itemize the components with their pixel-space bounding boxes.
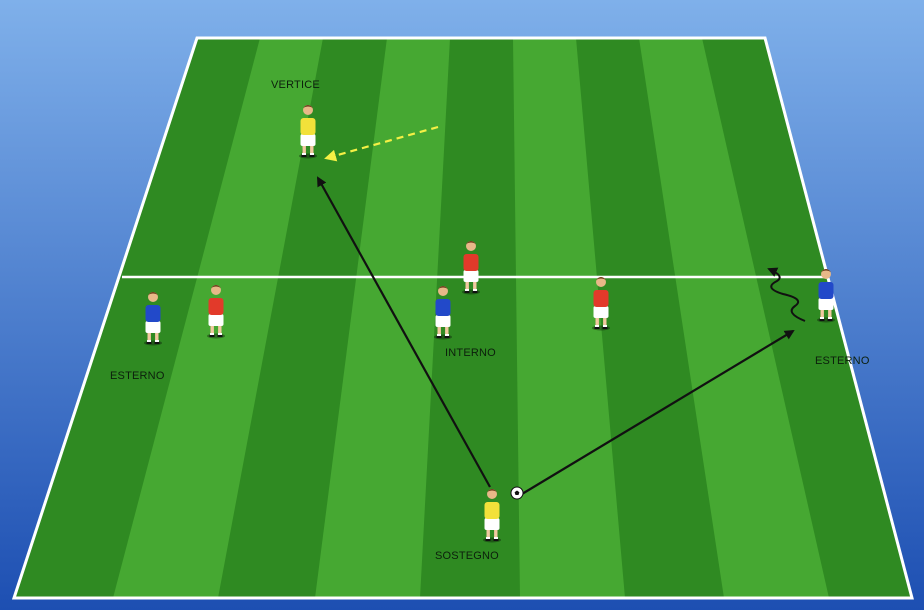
pitch-boundary: [11, 36, 914, 600]
player-esterno-left: [144, 292, 162, 346]
yellow-dashed-arrow: [324, 125, 439, 162]
player-red-right: [592, 277, 610, 331]
label-interno: INTERNO: [445, 347, 496, 359]
soccer-ball-icon: [510, 486, 524, 500]
label-vertice: VERTICE: [271, 79, 320, 91]
player-sostegno: [483, 489, 501, 543]
movement-arrows: [317, 125, 806, 495]
player-interno: [434, 286, 452, 340]
players: [144, 105, 835, 543]
pass-arrow-to-esterno: [521, 329, 795, 495]
player-red-left: [207, 285, 225, 339]
label-sostegno: SOSTEGNO: [435, 550, 499, 562]
player-vertice: [299, 105, 317, 159]
pass-arrow-to-vertice: [317, 176, 491, 488]
label-esterno-left: ESTERNO: [110, 370, 165, 382]
player-esterno-right: [817, 269, 835, 323]
label-esterno-right: ESTERNO: [815, 355, 870, 367]
dribble-arrow: [767, 267, 806, 322]
pitch: [11, 36, 914, 600]
player-red-center: [462, 241, 480, 295]
